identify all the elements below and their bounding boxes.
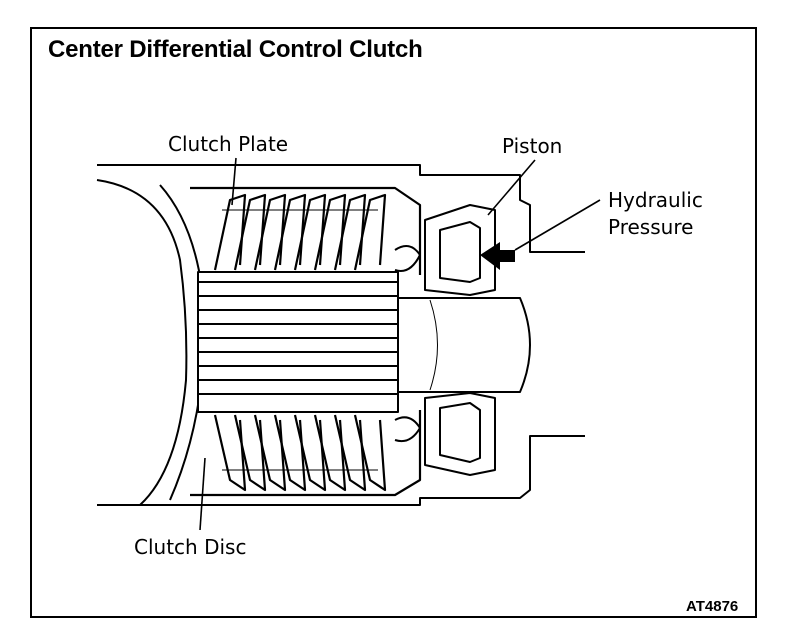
- housing-outline: [97, 164, 585, 253]
- lower-clutch-pack: [190, 410, 422, 497]
- diagram-title: Center Differential Control Clutch: [48, 36, 423, 63]
- label-clutch-plate: Clutch Plate: [168, 132, 289, 156]
- label-pressure: Pressure: [608, 215, 694, 239]
- leader-clutch-disc: [199, 457, 206, 531]
- label-piston: Piston: [502, 134, 563, 158]
- upper-clutch-pack: [190, 186, 422, 275]
- output-shaft: [395, 297, 531, 393]
- splined-hub: [197, 271, 399, 413]
- label-hydraulic: Hydraulic: [608, 188, 703, 212]
- piston-lower: [394, 392, 496, 476]
- leader-lines: [199, 157, 601, 531]
- figure-code: AT4876: [686, 598, 739, 615]
- drum-edge: [96, 179, 188, 506]
- housing-lower-outline: [97, 435, 585, 506]
- arrow-left-icon: [480, 242, 515, 270]
- piston-upper: [394, 204, 496, 296]
- leader-piston: [487, 159, 536, 216]
- label-clutch-disc: Clutch Disc: [134, 535, 247, 559]
- leader-clutch-plate: [231, 157, 237, 206]
- leader-hydraulic-pressure: [514, 199, 601, 251]
